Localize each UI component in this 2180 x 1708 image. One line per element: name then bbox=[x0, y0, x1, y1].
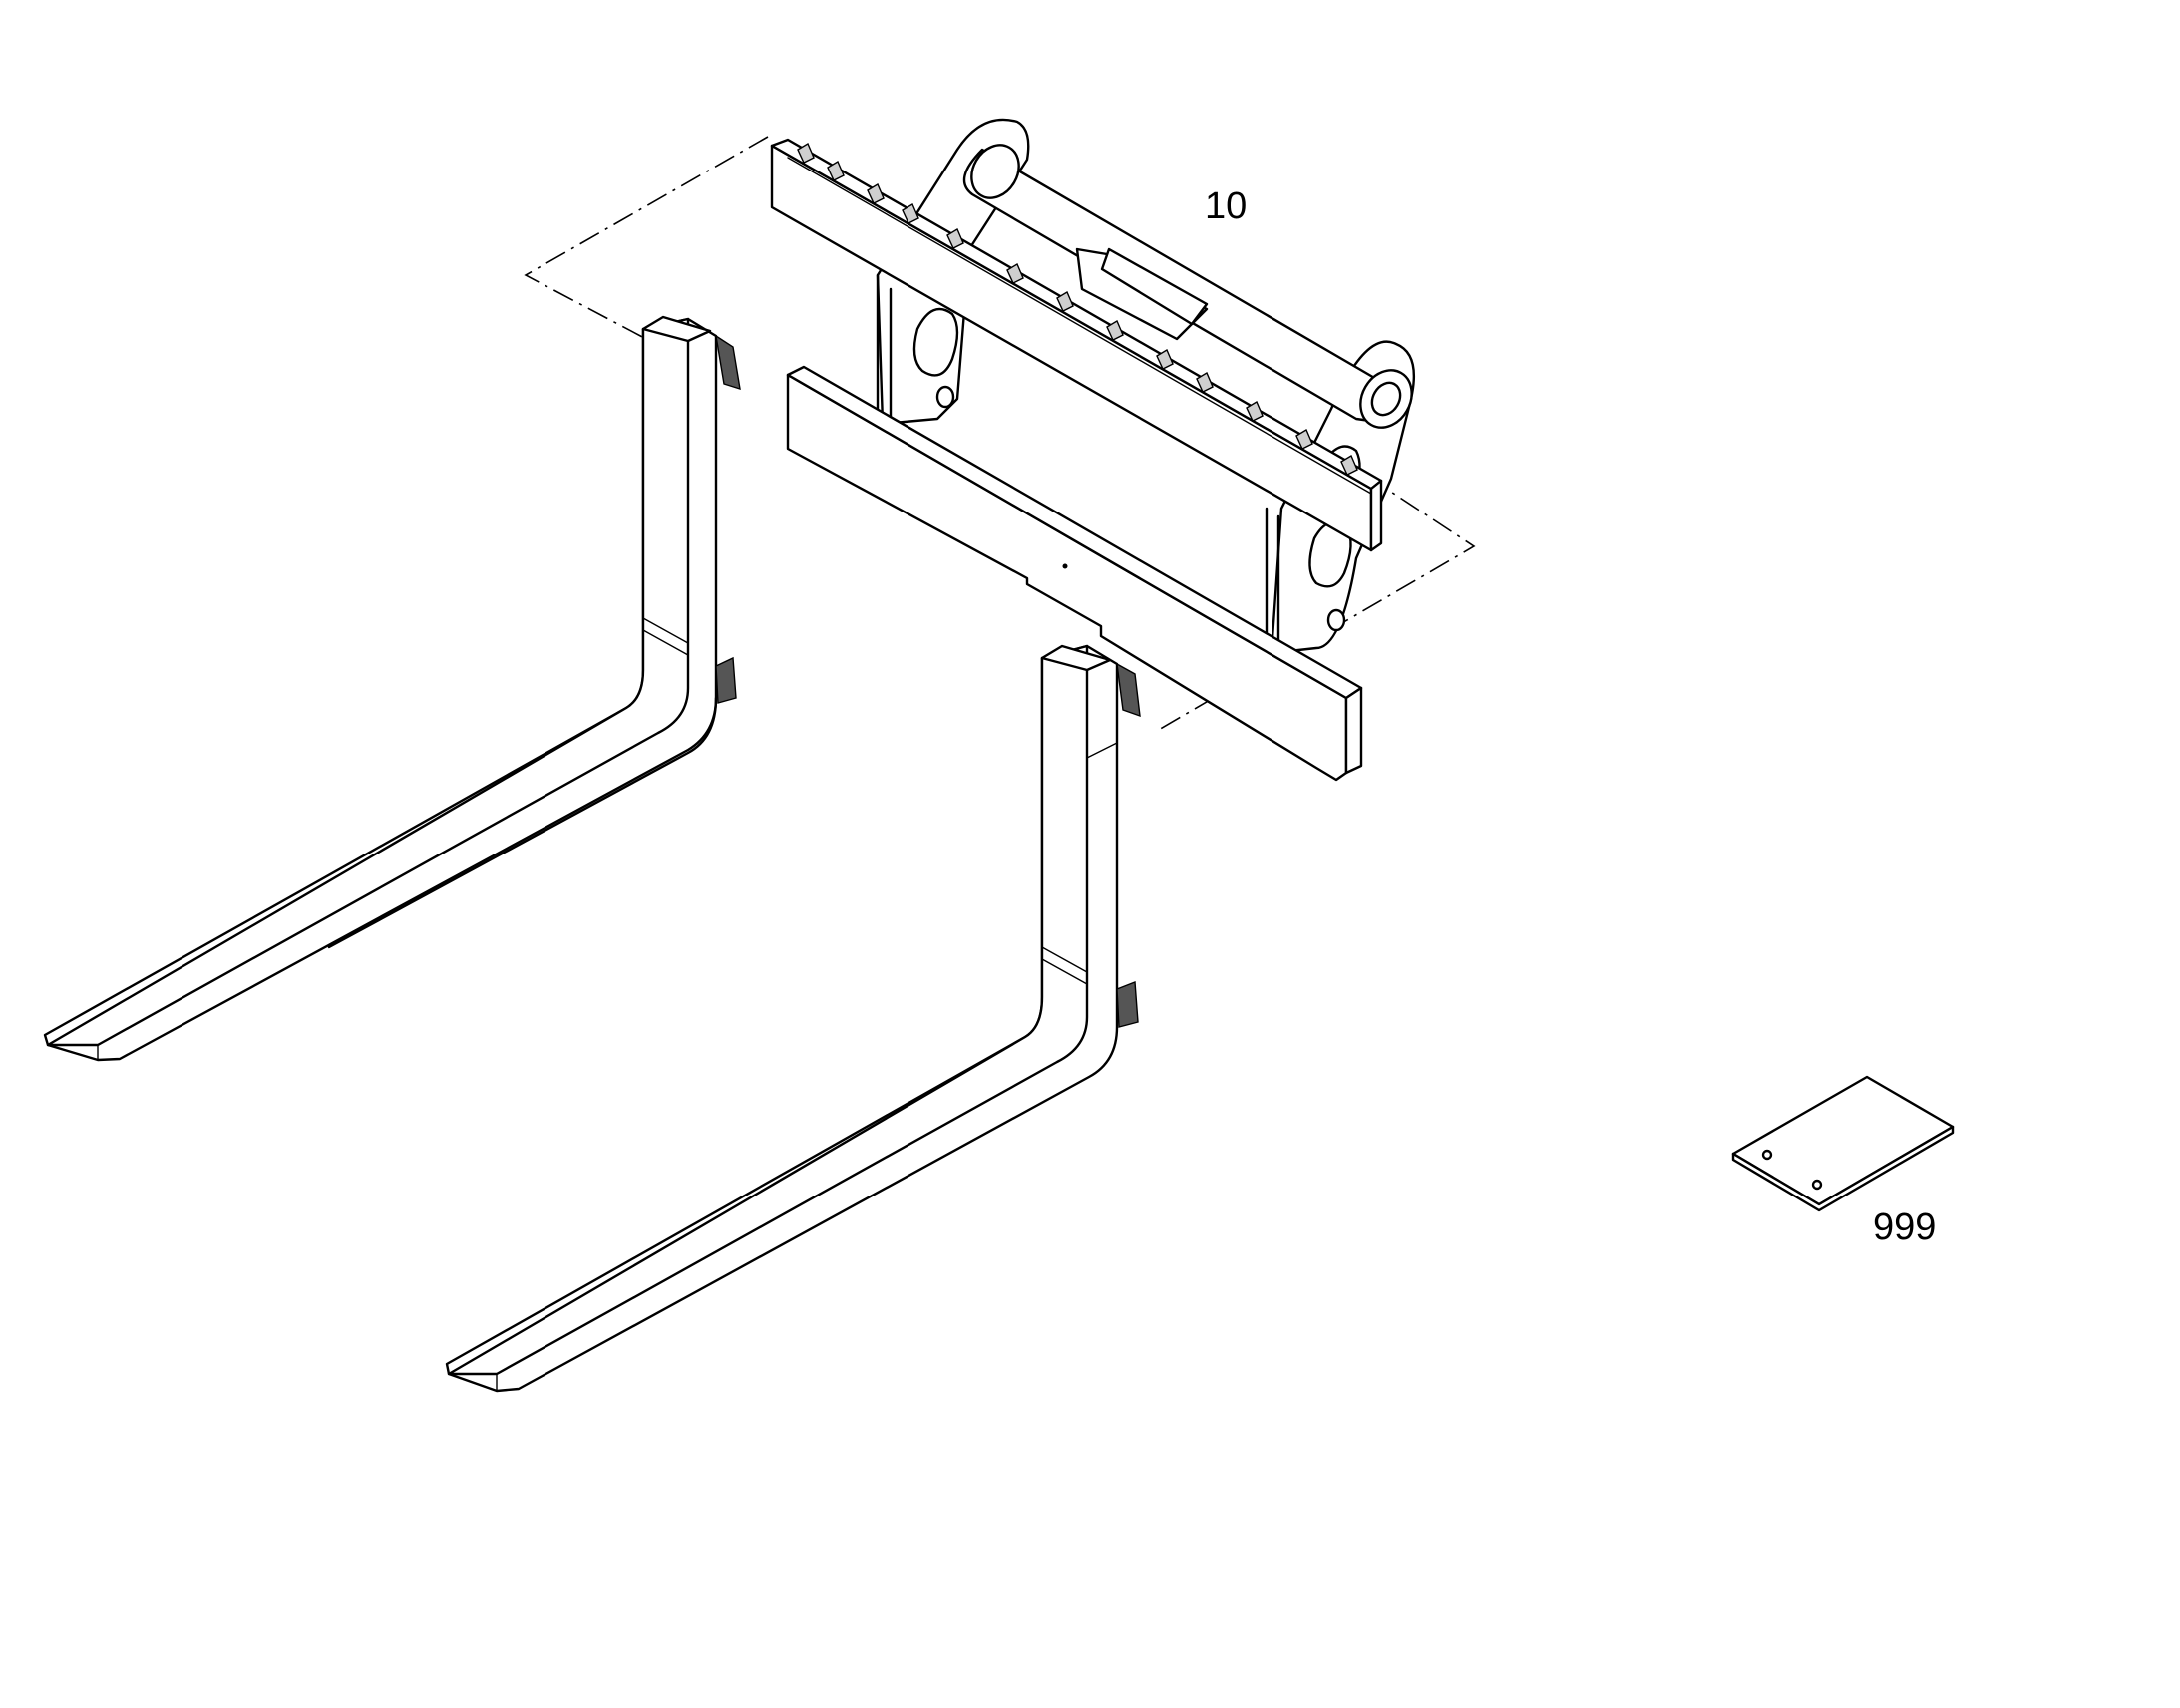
left-fork-lower-body bbox=[327, 696, 718, 949]
left-plate-slot bbox=[912, 307, 959, 377]
left-fork-face bbox=[46, 317, 690, 1047]
hook-bar-notches bbox=[797, 142, 1358, 476]
lower-fork-bar-side bbox=[1344, 686, 1363, 775]
right-fork-hook-top bbox=[1116, 662, 1141, 718]
right-fork-shank-notch bbox=[1086, 742, 1118, 759]
upper-hook-bar-edge bbox=[787, 157, 1372, 495]
callout-label-carriage: 10 bbox=[1205, 185, 1248, 227]
right-fork-top bbox=[1040, 644, 1112, 672]
manual-plate-top bbox=[1731, 1075, 1955, 1206]
right-fork-hook-bottom bbox=[1116, 981, 1139, 1028]
lower-bar-center-mark bbox=[1062, 563, 1068, 569]
cylinder-bracket bbox=[1100, 247, 1209, 326]
left-fork-shank bbox=[43, 317, 718, 1062]
right-fork-tine bbox=[445, 644, 1141, 1393]
right-plate-hole bbox=[1326, 608, 1346, 632]
tube-end-left bbox=[970, 144, 1020, 199]
tube-bore-right bbox=[1370, 381, 1402, 417]
manual-plate-hole-1 bbox=[1761, 1149, 1773, 1161]
manual-plate bbox=[1731, 1075, 1955, 1212]
right-upright bbox=[1265, 507, 1280, 655]
left-plate-hole bbox=[935, 385, 955, 409]
callout-label-manual: 999 bbox=[1873, 1206, 1937, 1248]
left-fork-hook-top bbox=[715, 334, 741, 391]
upper-hook-bar-side bbox=[1369, 479, 1383, 552]
manual-plate-hole-2 bbox=[1811, 1179, 1823, 1191]
right-fork-heel-lines bbox=[1041, 946, 1088, 985]
manual-plate-edge bbox=[1731, 1125, 1955, 1212]
left-fork-top bbox=[641, 315, 712, 343]
fork-carriage-frame bbox=[770, 118, 1415, 782]
left-fork-tine bbox=[43, 315, 741, 1062]
left-fork-heel-lines bbox=[642, 617, 689, 656]
left-fork-hook-bottom bbox=[715, 656, 737, 704]
left-upright bbox=[876, 273, 893, 426]
